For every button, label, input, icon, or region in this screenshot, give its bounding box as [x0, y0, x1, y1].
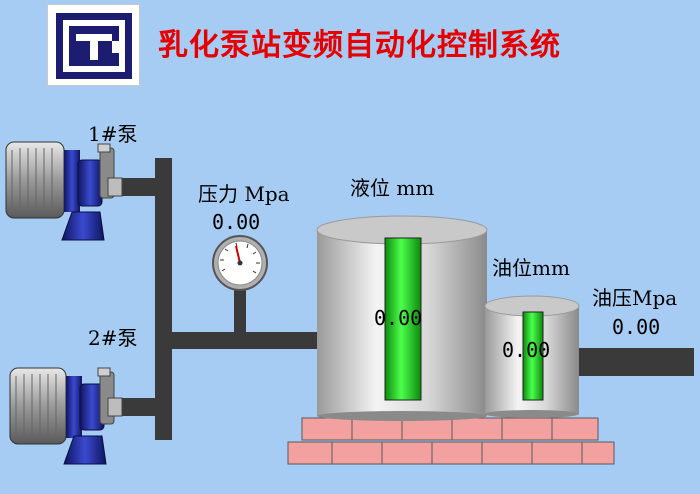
pressure-gauge-icon[interactable]: [212, 235, 268, 291]
tank-icon[interactable]: [484, 295, 580, 418]
oil-level-value: 0.00: [502, 338, 551, 362]
gauge-stem-pipe: [234, 288, 246, 336]
oil-outlet-pipe: [574, 348, 694, 376]
liquid-level-bar: [384, 237, 422, 401]
vertical-header-pipe: [155, 158, 172, 440]
pump-icon[interactable]: [5, 141, 123, 241]
pressure-label: 压力 Mpa: [198, 182, 290, 206]
pump2-label: 2#泵: [88, 326, 138, 350]
pump-icon[interactable]: [9, 367, 123, 465]
pipe-network: [110, 158, 694, 440]
oil-level-bar: [522, 311, 544, 401]
oil-pressure-label: 油压Mpa: [592, 286, 678, 310]
oil-level-label: 油位mm: [492, 256, 570, 280]
main-feed-pipe: [170, 332, 322, 349]
logo-icon: [47, 4, 140, 86]
tc-logo-mark: [56, 13, 132, 79]
oil-pressure-value: 0.00: [612, 315, 661, 339]
level-value: 0.00: [374, 306, 423, 330]
pressure-value: 0.00: [212, 210, 261, 234]
pump1-label: 1#泵: [88, 122, 138, 146]
brick-foundation: [287, 417, 615, 465]
page-title: 乳化泵站变频自动化控制系统: [158, 28, 561, 63]
level-label: 液位 mm: [350, 176, 435, 200]
tank-icon[interactable]: [316, 215, 488, 421]
